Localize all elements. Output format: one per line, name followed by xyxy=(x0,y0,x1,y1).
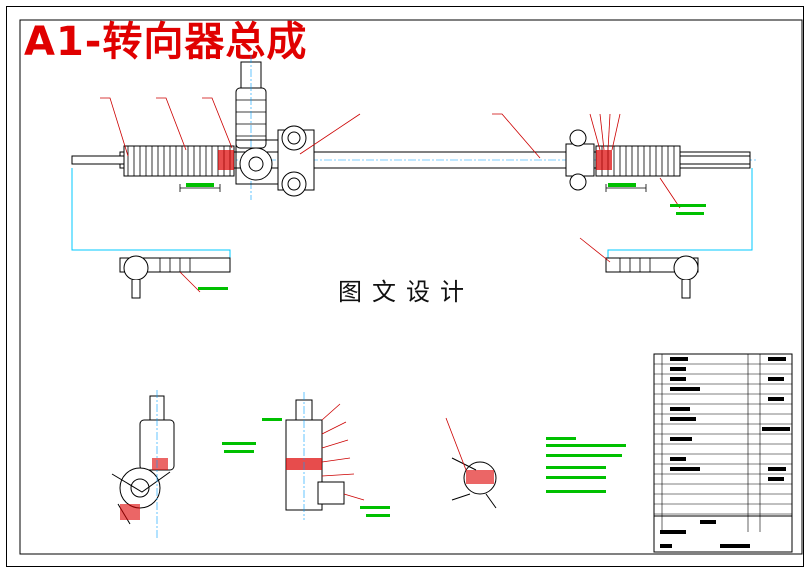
sheet-border xyxy=(6,6,804,567)
pinion-housing xyxy=(235,55,281,200)
leader-lines xyxy=(100,97,681,293)
tie-rod-end-left xyxy=(119,255,231,299)
title-block xyxy=(653,353,793,553)
mounting-bosses-left xyxy=(277,125,315,197)
section-view-a-a xyxy=(285,392,365,520)
right-bellows xyxy=(595,145,681,177)
green-annotations xyxy=(186,183,706,517)
section-view-c-c xyxy=(445,417,497,509)
left-bellows xyxy=(123,145,235,177)
watermark-text: 图文设计 xyxy=(338,278,474,306)
tie-rod-end-right xyxy=(605,255,699,299)
rack-assembly-front-view xyxy=(71,55,758,200)
mounting-bosses-right xyxy=(565,129,595,191)
drawing-title: A1-转向器总成 xyxy=(24,19,308,65)
section-view-b-b xyxy=(111,390,175,540)
